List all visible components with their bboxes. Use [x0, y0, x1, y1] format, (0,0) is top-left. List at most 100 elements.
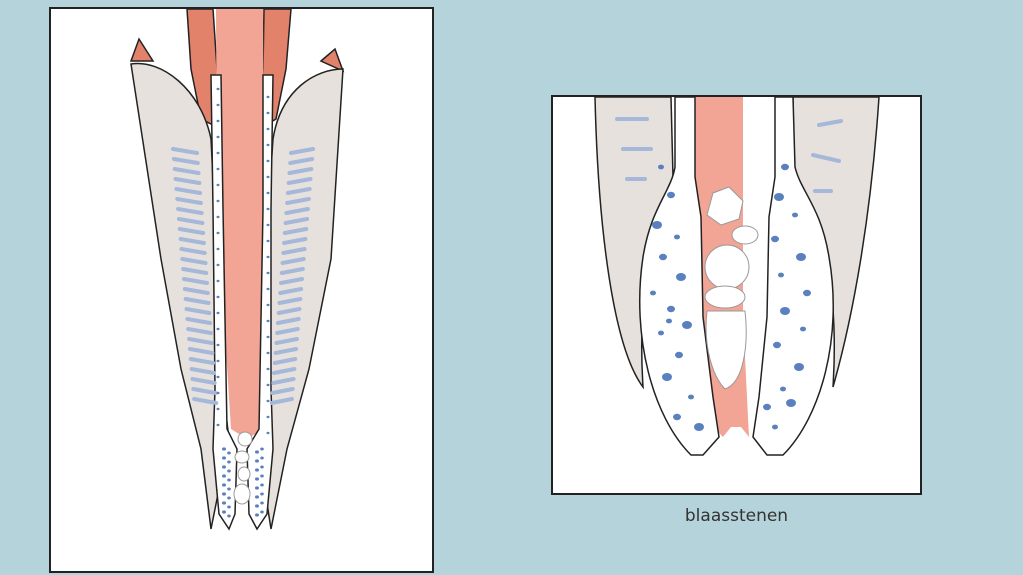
- tissue-streak: [173, 177, 202, 185]
- wall-dot: [216, 247, 220, 251]
- wall-dot: [781, 163, 789, 171]
- wall-dot: [260, 501, 264, 505]
- tissue-streak: [181, 267, 209, 275]
- wall-dot: [222, 501, 226, 505]
- wall-dot: [803, 289, 811, 297]
- tissue-streak: [179, 247, 207, 255]
- wall-dot: [255, 459, 259, 463]
- wall-dot: [658, 164, 664, 170]
- wall-dot: [266, 159, 270, 163]
- wall-dot: [794, 363, 804, 371]
- wall-dot: [227, 460, 231, 464]
- wall-dot: [260, 474, 264, 478]
- wall-dot: [667, 191, 675, 199]
- wall-dot: [659, 253, 667, 261]
- tissue-streak: [272, 367, 297, 375]
- tissue-streak: [190, 377, 217, 385]
- wall-dot: [266, 351, 270, 355]
- wall-dot: [674, 234, 680, 240]
- wall-dot: [266, 319, 270, 323]
- stone: [704, 244, 750, 290]
- wall-dot: [676, 273, 686, 281]
- wall-dot: [780, 386, 786, 392]
- wall-dot: [796, 253, 806, 261]
- wall-dot: [216, 279, 220, 283]
- tissue-streak: [182, 277, 209, 285]
- wall-dot: [675, 351, 683, 359]
- wall-dot: [216, 423, 220, 427]
- wall-dot: [222, 456, 226, 460]
- tissue-streak: [187, 347, 215, 355]
- wall-dot: [260, 447, 264, 451]
- stone: [731, 225, 759, 245]
- tissue-streak: [280, 257, 306, 265]
- tissue-streak: [174, 187, 203, 195]
- wall-dot: [673, 413, 681, 421]
- stone: [237, 466, 251, 482]
- wall-dot: [771, 235, 779, 243]
- wall-dot: [227, 478, 231, 482]
- wall-dot: [658, 330, 664, 336]
- tissue-streak: [286, 177, 313, 185]
- wall-dot: [216, 119, 220, 123]
- wall-dot: [216, 391, 220, 395]
- wall-dot: [222, 447, 226, 451]
- wall-dot: [260, 456, 264, 460]
- overview-panel: [49, 7, 434, 573]
- tissue-streak: [171, 157, 200, 165]
- figure-caption: blaasstenen: [684, 506, 789, 526]
- wall-dot: [216, 199, 220, 203]
- tissue-streak: [275, 317, 301, 325]
- detail-panel: [551, 95, 922, 495]
- tissue-streak: [171, 147, 199, 155]
- wall-dot: [792, 212, 798, 218]
- tissue-streak: [274, 337, 299, 345]
- tissue-streak: [186, 327, 213, 335]
- tissue-streak: [811, 153, 841, 163]
- wall-dot: [255, 450, 259, 454]
- tissue-streak: [282, 227, 309, 235]
- wall-dot: [255, 477, 259, 481]
- tissue-streak: [175, 197, 203, 205]
- stone: [237, 431, 253, 447]
- wall-dot: [255, 468, 259, 472]
- wall-dot: [227, 451, 231, 455]
- tissue-streak: [176, 217, 205, 225]
- wall-dot: [216, 375, 220, 379]
- tissue-streak: [281, 247, 307, 255]
- wall-dot: [216, 327, 220, 331]
- wall-dot: [266, 271, 270, 275]
- tissue-streak: [188, 357, 216, 365]
- wall-dot: [266, 239, 270, 243]
- tissue-streak: [180, 257, 208, 265]
- tissue-streak: [272, 357, 298, 365]
- wall-dot: [216, 103, 220, 107]
- wall-dot: [266, 143, 270, 147]
- wall-dot: [778, 272, 784, 278]
- tip-right: [319, 47, 345, 73]
- wall-dot: [773, 341, 781, 349]
- tissue-streak: [183, 297, 211, 305]
- wall-dot: [255, 495, 259, 499]
- urethra-overview-illustration: [129, 9, 345, 531]
- tissue-streak: [177, 227, 206, 235]
- tissue-streak: [270, 387, 295, 395]
- wall-dot: [682, 321, 692, 329]
- wall-dot: [216, 151, 220, 155]
- wall-dot: [266, 335, 270, 339]
- tissue-streak: [185, 317, 213, 325]
- tissue-streak: [279, 267, 305, 275]
- wall-dots: [216, 87, 270, 518]
- wall-dot: [216, 167, 220, 171]
- tissue-streak: [187, 337, 214, 345]
- tissue-streak: [279, 277, 304, 285]
- wall-dot: [222, 483, 226, 487]
- wall-dot: [216, 87, 220, 91]
- wall-dot: [266, 175, 270, 179]
- wall-dot: [780, 307, 790, 315]
- urethra-lumen: [216, 9, 264, 439]
- wall-dot: [800, 326, 806, 332]
- wall-dot: [216, 215, 220, 219]
- wall-dot: [266, 111, 270, 115]
- wall-dot: [266, 223, 270, 227]
